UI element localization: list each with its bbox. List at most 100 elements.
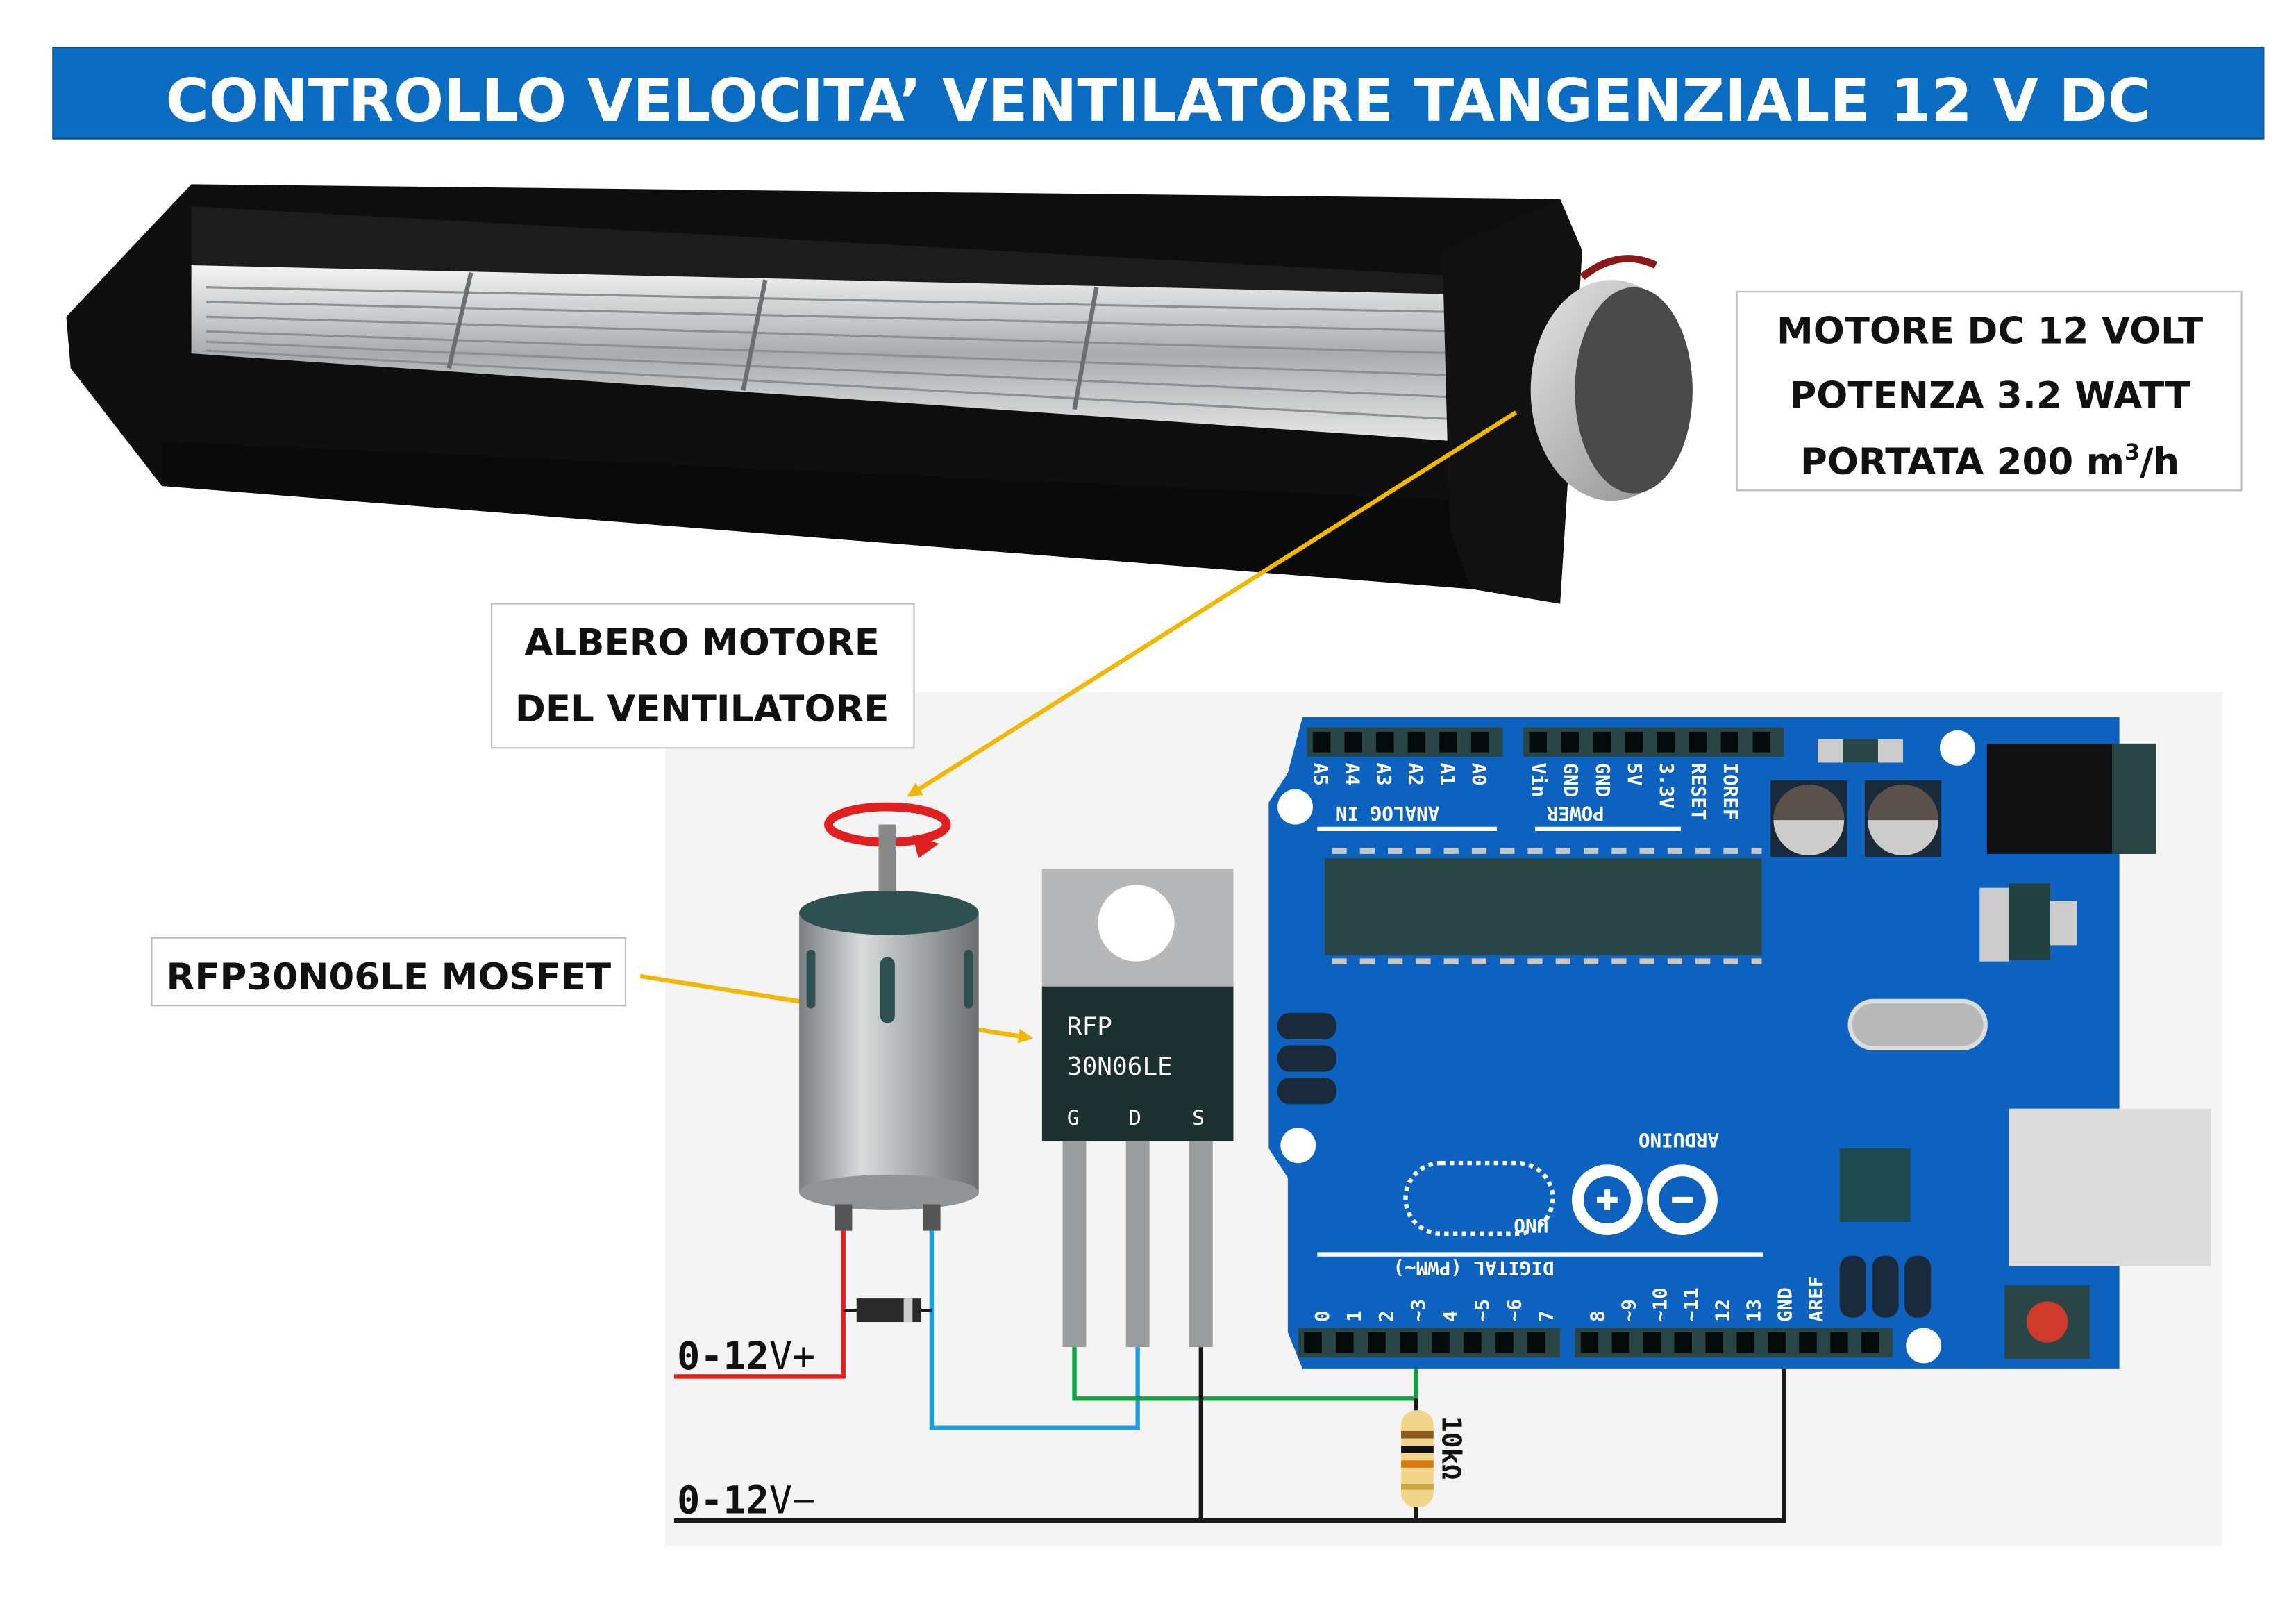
- header-pin-hole[interactable]: [1464, 1332, 1482, 1353]
- header-pin-hole[interactable]: [1344, 731, 1362, 753]
- header-pin-hole[interactable]: [1736, 1332, 1754, 1353]
- header-pin-hole[interactable]: [1336, 1332, 1354, 1353]
- flow-superscript: 3: [2125, 440, 2140, 465]
- motor-spec-voltage: MOTORE DC 12 VOLT: [1777, 310, 2203, 352]
- flow-unit: /h: [2140, 441, 2179, 483]
- power-pin-label: RESET: [1687, 762, 1709, 820]
- digital-pin-label: ~3: [1407, 1299, 1430, 1322]
- power-pin-label: 5V: [1623, 762, 1645, 785]
- dc-motor: [799, 802, 979, 1231]
- digital-pin-label: 12: [1711, 1299, 1734, 1322]
- power-positive-range: 0-12: [677, 1334, 769, 1378]
- digital-pin-label: 1: [1343, 1310, 1366, 1322]
- digital-pin-label: 7: [1535, 1310, 1557, 1322]
- header-pin-hole[interactable]: [1830, 1332, 1848, 1353]
- header-pin-hole[interactable]: [1561, 731, 1579, 753]
- resistor-label: 10kΩ: [1436, 1416, 1466, 1480]
- power-negative-label: 0-12V−: [677, 1478, 815, 1523]
- digital-pin-label: GND: [1774, 1287, 1796, 1322]
- page-title: CONTROLLO VELOCITA’ VENTILATORE TANGENZI…: [166, 66, 2151, 135]
- digital-pin-label: 4: [1439, 1310, 1461, 1322]
- microcontroller-chip: [1324, 858, 1762, 956]
- usb-chip: [1839, 1148, 1911, 1222]
- header-pin-hole[interactable]: [1720, 731, 1738, 753]
- power-positive-label: 0-12V+: [677, 1334, 815, 1378]
- header-pin-hole[interactable]: [1376, 731, 1394, 753]
- mosfet-component: RFP 30N06LE G D S: [1041, 869, 1234, 1348]
- power-header-label: POWER: [1546, 802, 1604, 824]
- analog-in-header-label: ANALOG IN: [1336, 802, 1439, 824]
- digital-pin-label: 8: [1587, 1310, 1609, 1322]
- header-pin-hole[interactable]: [1407, 731, 1426, 753]
- shaft-label-line1: ALBERO MOTORE: [524, 622, 880, 664]
- motor-spec-box: MOTORE DC 12 VOLT POTENZA 3.2 WATT PORTA…: [1736, 291, 2243, 492]
- power-pin-label: Vin: [1527, 762, 1550, 797]
- header-pin-hole[interactable]: [1689, 731, 1707, 753]
- motor-spec-power: POTENZA 3.2 WATT: [1789, 375, 2190, 417]
- arduino-model-label: UNO: [1514, 1214, 1548, 1237]
- shaft-label-box: ALBERO MOTORE DEL VENTILATORE: [490, 603, 915, 749]
- digital-pin-label: AREF: [1805, 1276, 1827, 1322]
- flyback-diode: [856, 1298, 922, 1323]
- wire-motor-to-drain: [929, 1221, 1140, 1430]
- header-pin-hole[interactable]: [1799, 1332, 1817, 1353]
- header-pin-hole[interactable]: [1439, 731, 1457, 753]
- header-pin-hole[interactable]: [1400, 1332, 1418, 1353]
- motor-spec-flow: PORTATA 200 m3/h: [1800, 440, 2179, 483]
- header-pin-hole[interactable]: [1432, 1332, 1450, 1353]
- digital-pin-label: 2: [1375, 1310, 1398, 1322]
- pin-label-gate: G: [1067, 1105, 1080, 1130]
- usb-port: [2009, 1108, 2211, 1266]
- analog-pin-label: A5: [1309, 762, 1332, 785]
- header-pin-hole[interactable]: [1495, 1332, 1514, 1353]
- digital-pin-label: 13: [1743, 1299, 1765, 1322]
- header-pin-hole[interactable]: [1625, 731, 1643, 753]
- digital-pin-label: 0: [1312, 1310, 1334, 1322]
- wiring: [673, 1221, 1786, 1523]
- mosfet-label: RFP30N06LE MOSFET: [167, 956, 611, 998]
- power-pin-label: GND: [1591, 762, 1614, 797]
- digital-pin-label: ~5: [1471, 1299, 1493, 1322]
- digital-pin-label: ~9: [1618, 1299, 1641, 1322]
- power-pin-label: IOREF: [1719, 762, 1741, 820]
- digital-pin-label: ~10: [1650, 1287, 1672, 1322]
- shaft-arrow: [907, 410, 1518, 797]
- header-pin-hole[interactable]: [1768, 1332, 1786, 1353]
- power-positive-unit: V+: [769, 1334, 815, 1378]
- header-pin-hole[interactable]: [1611, 1332, 1630, 1353]
- power-pin-label: GND: [1559, 762, 1582, 797]
- shaft-label-line2: DEL VENTILATORE: [515, 688, 889, 730]
- header-pin-hole[interactable]: [1593, 731, 1611, 753]
- header-pin-hole[interactable]: [1643, 1332, 1661, 1353]
- power-negative-range: 0-12: [677, 1478, 769, 1523]
- header-pin-hole[interactable]: [1368, 1332, 1386, 1353]
- digital-pin-label: ~6: [1503, 1299, 1525, 1322]
- header-pin-hole[interactable]: [1705, 1332, 1723, 1353]
- mosfet-label-box: RFP30N06LE MOSFET: [151, 937, 627, 1007]
- arduino-brand-label: ARDUINO: [1639, 1129, 1719, 1151]
- pin-label-drain: D: [1129, 1105, 1141, 1130]
- header-pin-hole[interactable]: [1674, 1332, 1693, 1353]
- tangential-fan-image: [66, 184, 1693, 604]
- pin-label-source: S: [1192, 1105, 1205, 1130]
- mosfet-chip-line2: 30N06LE: [1067, 1053, 1173, 1081]
- header-pin-hole[interactable]: [1657, 731, 1675, 753]
- mosfet-chip-line1: RFP: [1067, 1013, 1112, 1041]
- header-pin-hole[interactable]: [1527, 1332, 1545, 1353]
- power-pin-label: 3.3V: [1655, 762, 1677, 808]
- digital-header-label: DIGITAL (PWM~): [1393, 1257, 1554, 1279]
- wire-ground: [673, 1332, 1786, 1523]
- header-pin-hole[interactable]: [1580, 1332, 1599, 1353]
- header-pin-hole[interactable]: [1529, 731, 1547, 753]
- header-pin-hole[interactable]: [1861, 1332, 1879, 1353]
- header-pin-hole[interactable]: [1470, 731, 1489, 753]
- digital-pin-label: ~11: [1680, 1287, 1702, 1322]
- header-pin-hole[interactable]: [1312, 731, 1331, 753]
- wire-positive: [673, 1221, 846, 1379]
- resistor-10k: 10kΩ: [1401, 1410, 1466, 1508]
- analog-pin-label: A4: [1341, 762, 1364, 785]
- header-pin-hole[interactable]: [1304, 1332, 1322, 1353]
- header-pin-hole[interactable]: [1752, 731, 1770, 753]
